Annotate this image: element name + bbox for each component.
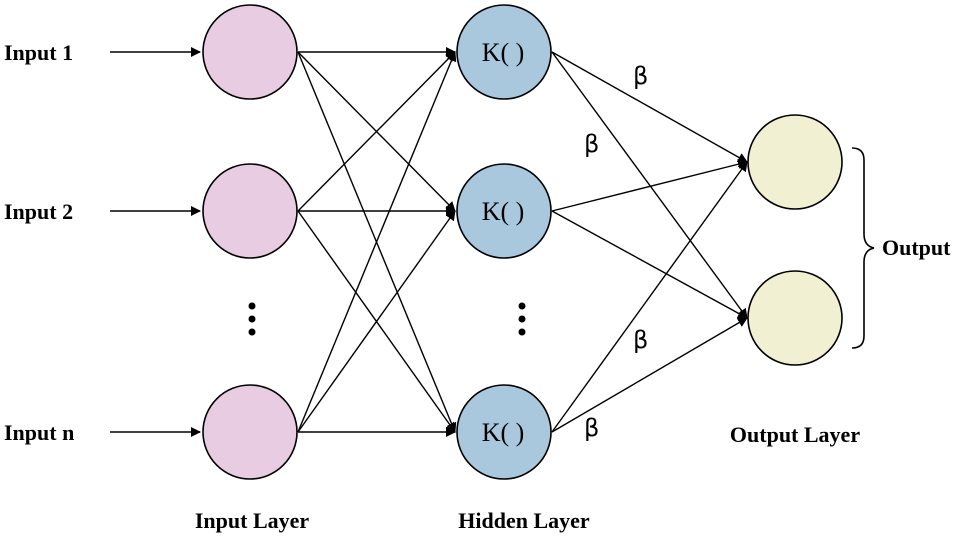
output-bracket — [851, 147, 875, 349]
weight-beta-4: β — [584, 414, 599, 442]
input-ellipsis — [248, 302, 256, 336]
input-node-1 — [202, 4, 298, 100]
weight-beta-2: β — [584, 130, 599, 158]
hidden-node-n — [456, 384, 552, 480]
connection — [551, 161, 748, 433]
input-hidden-connections — [297, 47, 457, 437]
hidden-node-1 — [456, 4, 552, 100]
input-labels: Input 1 Input 2 Input n — [4, 40, 74, 445]
connection — [551, 51, 748, 319]
connection — [297, 51, 457, 433]
hidden-ellipsis — [518, 302, 526, 336]
weight-beta-3: β — [633, 326, 648, 354]
hidden-layer-nodes: K( ) K( ) K( ) — [456, 4, 552, 480]
input-n-label: Input n — [4, 420, 74, 445]
hidden-node-2-label: K( ) — [482, 197, 525, 226]
hidden-layer-label: Hidden Layer — [458, 508, 590, 533]
connection — [297, 51, 456, 212]
output-node-1 — [747, 114, 843, 210]
hidden-node-2 — [456, 163, 552, 259]
weight-beta-1: β — [633, 62, 648, 90]
output-node-2 — [747, 270, 843, 366]
output-layer-nodes — [747, 114, 843, 366]
input-node-n — [202, 384, 298, 480]
input-layer-label: Input Layer — [195, 508, 310, 533]
output-label: Output — [882, 235, 951, 260]
hidden-node-n-label: K( ) — [482, 418, 525, 447]
input-arrows — [110, 47, 201, 437]
input-2-label: Input 2 — [4, 199, 73, 224]
input-layer-nodes — [202, 4, 298, 480]
input-1-label: Input 1 — [4, 40, 73, 65]
connection — [551, 159, 748, 212]
output-layer-label: Output Layer — [730, 422, 860, 447]
input-node-2 — [202, 163, 298, 259]
connection — [551, 317, 748, 433]
hidden-output-connections — [551, 51, 748, 433]
connection — [551, 51, 748, 163]
connection — [551, 210, 748, 319]
hidden-node-1-label: K( ) — [482, 38, 525, 67]
weight-labels: β β β β — [584, 62, 648, 442]
connection — [297, 210, 456, 433]
